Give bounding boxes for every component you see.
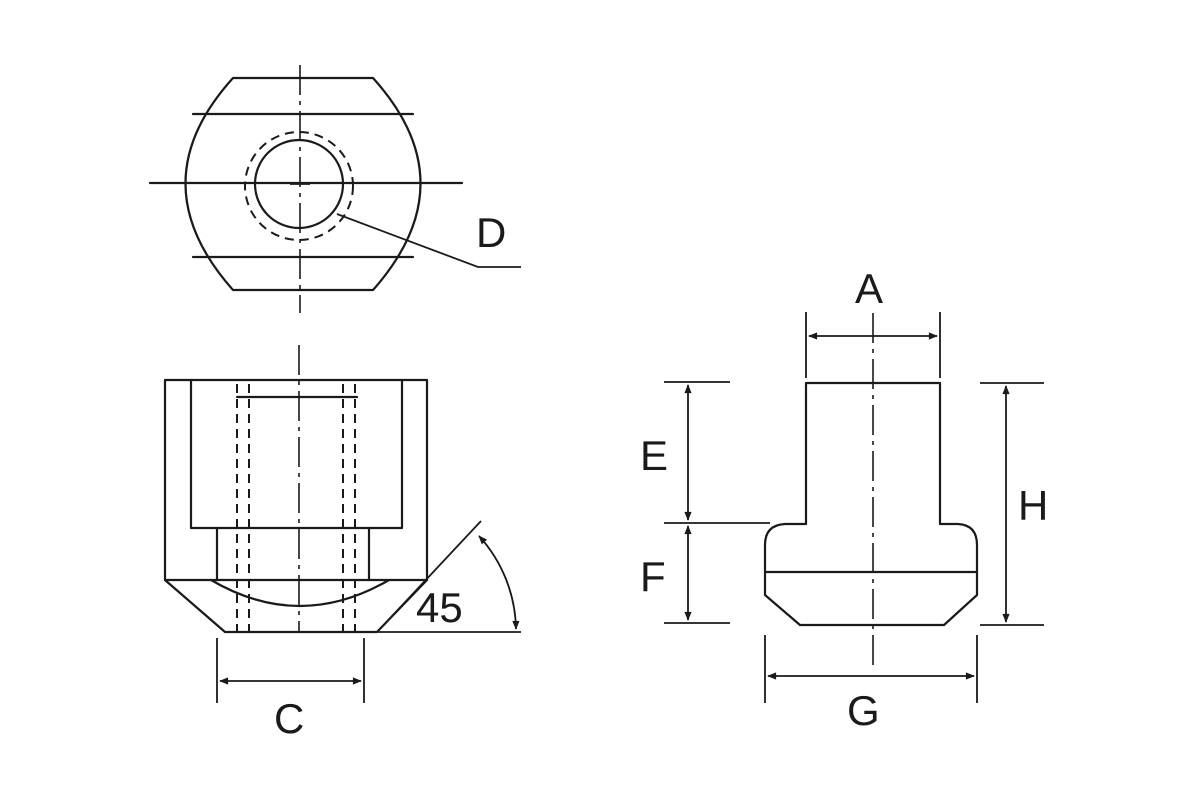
- angle-arc-45: [478, 535, 520, 630]
- top-view-outline: [184, 76, 422, 292]
- label-d: D: [476, 209, 506, 256]
- side-view-outline: [763, 381, 979, 627]
- label-e: E: [640, 432, 668, 479]
- label-a: A: [855, 265, 883, 312]
- front-view-outline: [163, 378, 429, 634]
- label-h: H: [1018, 482, 1048, 529]
- label-f: F: [640, 553, 666, 600]
- front-view: C 45: [163, 345, 521, 742]
- top-view: D: [148, 65, 521, 313]
- label-angle-45: 45: [416, 584, 463, 631]
- angle-extension-chamfer: [377, 520, 482, 632]
- label-c: C: [274, 695, 304, 742]
- leader-line-d: [336, 213, 521, 268]
- label-g: G: [847, 687, 880, 734]
- front-view-lower-bore: [215, 526, 371, 582]
- top-view-thread-hidden-circle: [244, 131, 354, 241]
- front-view-bottom-arc: [209, 578, 391, 607]
- front-view-inner-recess: [189, 378, 404, 530]
- side-view: A E F H G: [640, 265, 1048, 734]
